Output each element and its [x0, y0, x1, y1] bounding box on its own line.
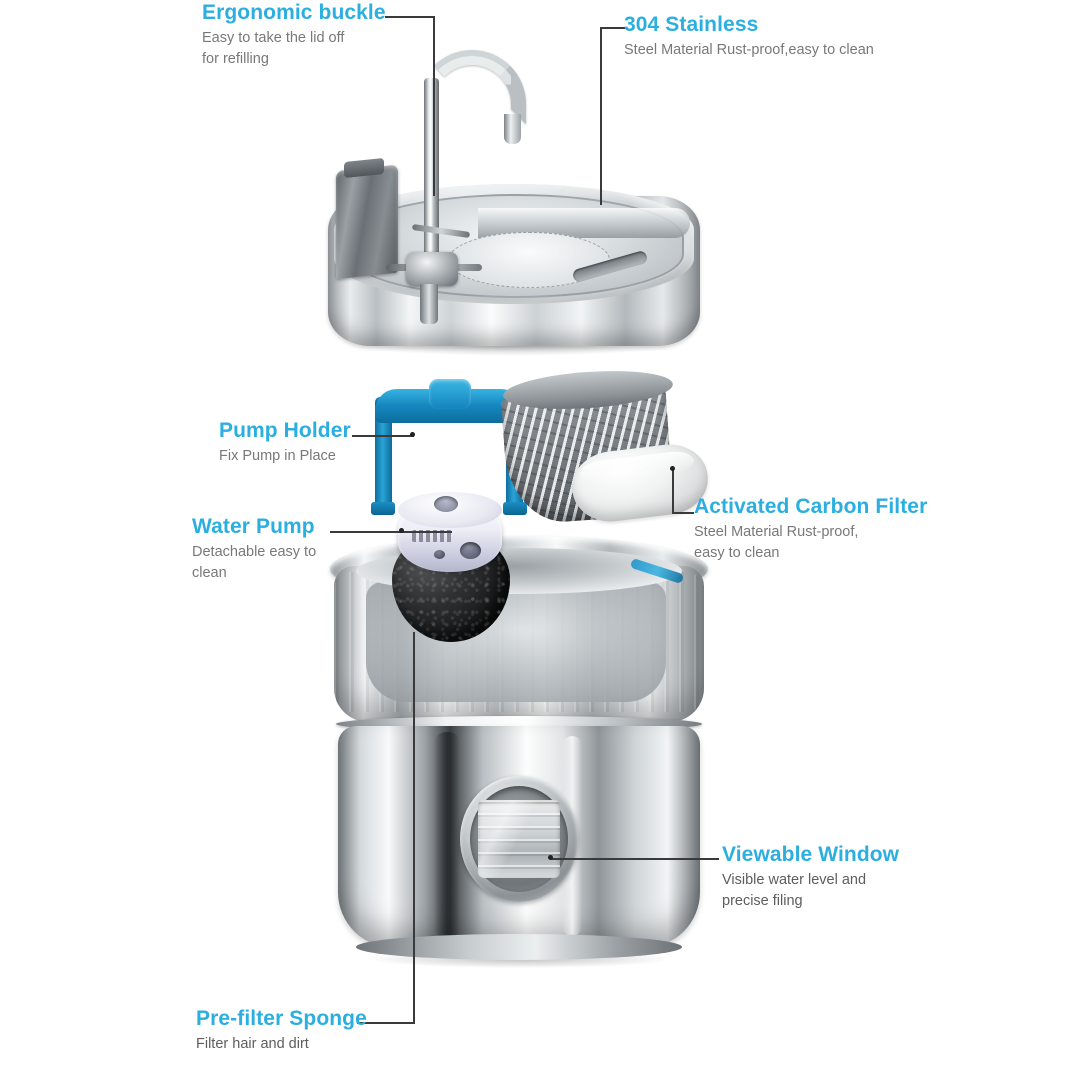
carbon-filter-pad: [568, 439, 712, 532]
water-pump-assembly: [390, 492, 516, 644]
callout-desc-activated-carbon-filter: Steel Material Rust-proof, easy to clean: [694, 522, 927, 563]
callout-desc-line-1: Fix Pump in Place: [219, 448, 336, 465]
stainless-steel-lid: [328, 50, 700, 380]
callout-desc-line-1: Filter hair and dirt: [196, 1036, 309, 1053]
leader-pump-holder-dot: [410, 432, 415, 437]
pump-label-text: [412, 530, 452, 542]
pump-top-nozzle: [434, 496, 458, 512]
pump-outlet-port: [460, 542, 481, 559]
callout-desc-line-1: Steel Material Rust-proof,easy to clean: [624, 42, 874, 59]
callout-desc-line-1: Steel Material Rust-proof,: [694, 524, 859, 541]
leader-ergonomic-buckle-v: [433, 16, 435, 196]
callout-title-viewable-window: Viewable Window: [722, 843, 900, 866]
callout-activated-carbon-filter: Activated Carbon Filter Steel Material R…: [694, 495, 928, 563]
spout-foot: [420, 284, 438, 324]
leader-pre-filter-sponge-v: [413, 632, 415, 1023]
callout-desc-pump-holder: Fix Pump in Place: [219, 446, 351, 467]
holder-right-foot: [503, 502, 527, 515]
ergonomic-buckle-latch: [336, 164, 398, 280]
callout-desc-line-1: Easy to take the lid off: [202, 30, 345, 47]
leader-water-pump-dot: [399, 528, 404, 533]
callout-title-304-stainless: 304 Stainless: [624, 13, 759, 36]
holder-left-leg: [375, 397, 392, 515]
callout-desc-line-1: Visible water level and: [722, 872, 867, 889]
callout-desc-water-pump: Detachable easy to clean: [192, 542, 316, 583]
callout-title-activated-carbon-filter: Activated Carbon Filter: [694, 495, 928, 518]
callout-water-pump: Water Pump Detachable easy to clean: [192, 515, 316, 583]
stainless-steel-water-tank: [330, 536, 708, 972]
callout-viewable-window: Viewable Window Visible water level and …: [722, 843, 900, 911]
leader-water-pump-h: [330, 531, 452, 533]
callout-title-pump-holder: Pump Holder: [219, 419, 351, 442]
leader-carbon-filter-v: [672, 468, 674, 513]
gooseneck-spout-tip: [504, 114, 521, 144]
holder-knob: [429, 379, 471, 409]
callout-304-stainless: 304 Stainless Steel Material Rust-proof,…: [624, 13, 874, 61]
callout-desc-304-stainless: Steel Material Rust-proof,easy to clean: [624, 40, 874, 61]
leader-ergonomic-buckle-h: [385, 16, 435, 18]
callout-desc-ergonomic-buckle: Easy to take the lid off for refilling: [202, 28, 386, 69]
tank-window: [460, 776, 578, 902]
callout-desc-line-2: precise filing: [722, 892, 803, 909]
tank-shadow-band: [434, 732, 460, 938]
leader-304-stainless-v: [600, 27, 602, 205]
callout-desc-line-1: Detachable easy to: [192, 544, 317, 561]
callout-pre-filter-sponge: Pre-filter Sponge Filter hair and dirt: [196, 1007, 367, 1055]
leader-pre-filter-sponge-h: [357, 1022, 415, 1024]
leader-viewable-window-h: [551, 858, 719, 860]
leader-pump-holder-h: [352, 435, 414, 437]
callout-desc-line-2: easy to clean: [694, 544, 780, 561]
leader-carbon-filter-h: [672, 512, 694, 514]
tank-base: [356, 934, 682, 960]
callout-desc-line-2: clean: [192, 564, 227, 581]
callout-title-pre-filter-sponge: Pre-filter Sponge: [196, 1007, 367, 1030]
callout-desc-line-2: for refilling: [202, 50, 269, 67]
callout-ergonomic-buckle: Ergonomic buckle Easy to take the lid of…: [202, 1, 386, 69]
leader-carbon-filter-dot: [670, 466, 675, 471]
callout-pump-holder: Pump Holder Fix Pump in Place: [219, 419, 351, 467]
spout-hub: [406, 252, 458, 286]
callout-title-ergonomic-buckle: Ergonomic buckle: [202, 1, 386, 24]
window-glass-level-gauge: [478, 800, 560, 878]
callout-title-water-pump: Water Pump: [192, 515, 315, 538]
pump-small-port: [434, 550, 445, 559]
callout-desc-viewable-window: Visible water level and precise filing: [722, 870, 899, 911]
leader-304-stainless-h: [600, 27, 626, 29]
leader-viewable-window-dot: [548, 855, 553, 860]
callout-desc-pre-filter-sponge: Filter hair and dirt: [196, 1034, 367, 1055]
holder-left-foot: [371, 502, 395, 515]
